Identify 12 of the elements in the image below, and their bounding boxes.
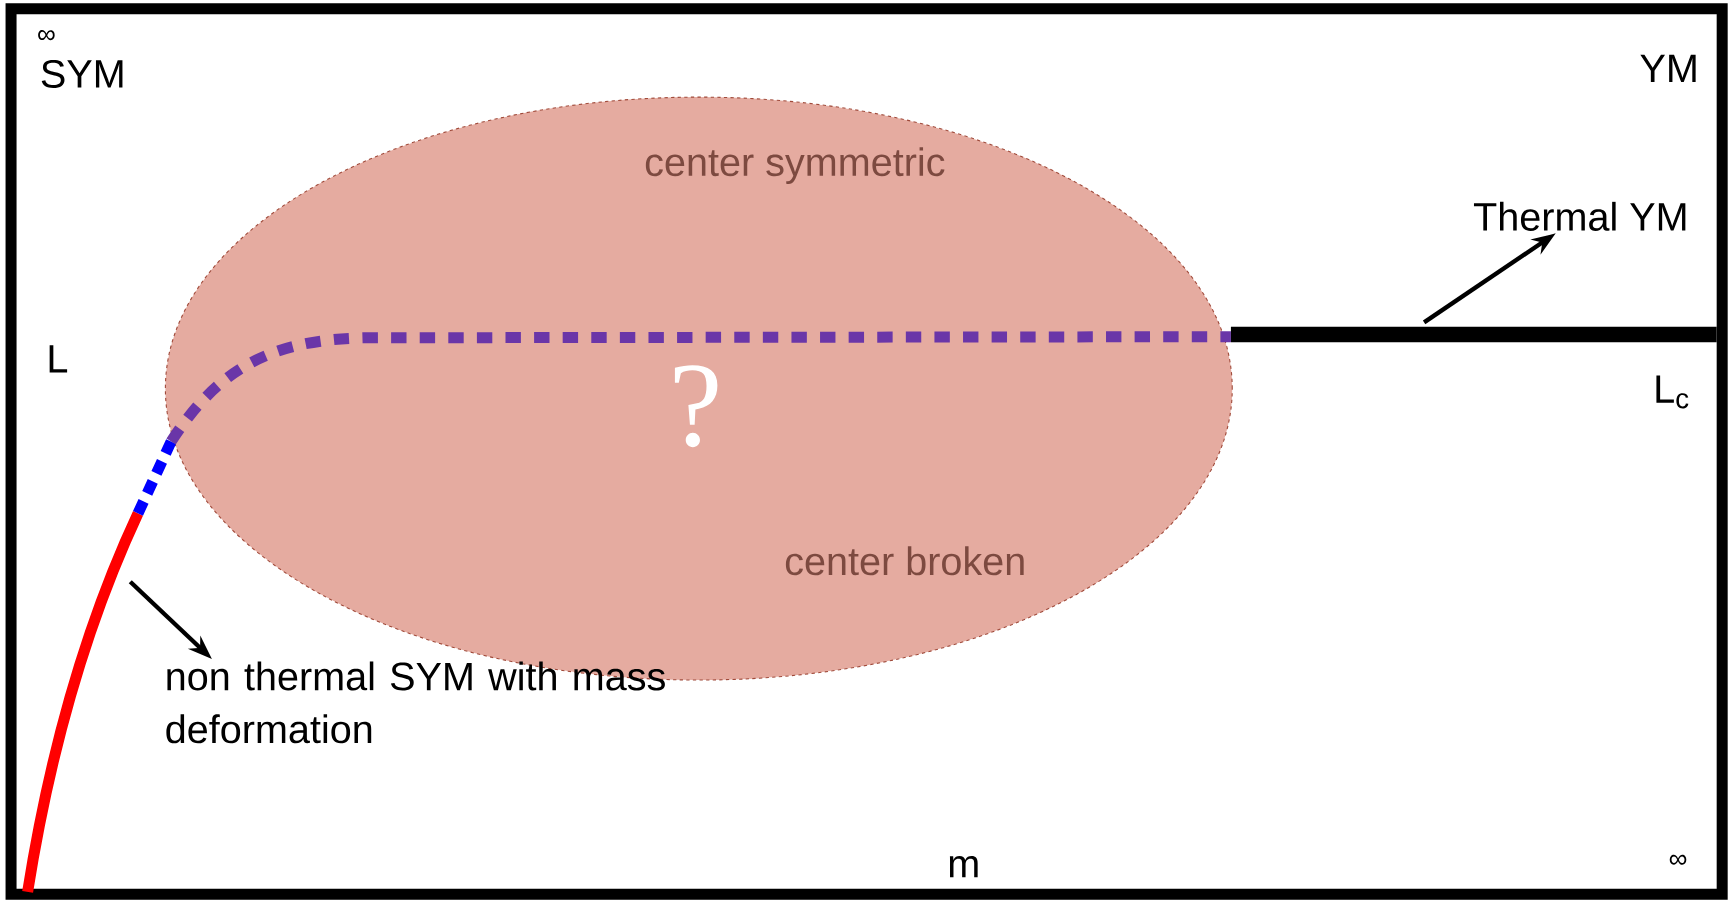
curve-label: Thermal YM [1473,201,1686,231]
question-mark: ? [674,365,718,448]
region-label: center broken [785,546,1024,576]
axis-label: ∞ [1669,854,1687,865]
axis-label: L$_{c}$ [1656,375,1689,409]
axis-label: m [949,856,978,878]
axis-label: SYM [41,60,123,89]
axis-label: YM [1640,54,1696,83]
curve-label: non thermal SYM with mass deformation [166,661,665,744]
axis-label: ∞ [38,30,55,41]
region-label: center symmetric [645,147,945,185]
axis-label: L [49,345,68,373]
